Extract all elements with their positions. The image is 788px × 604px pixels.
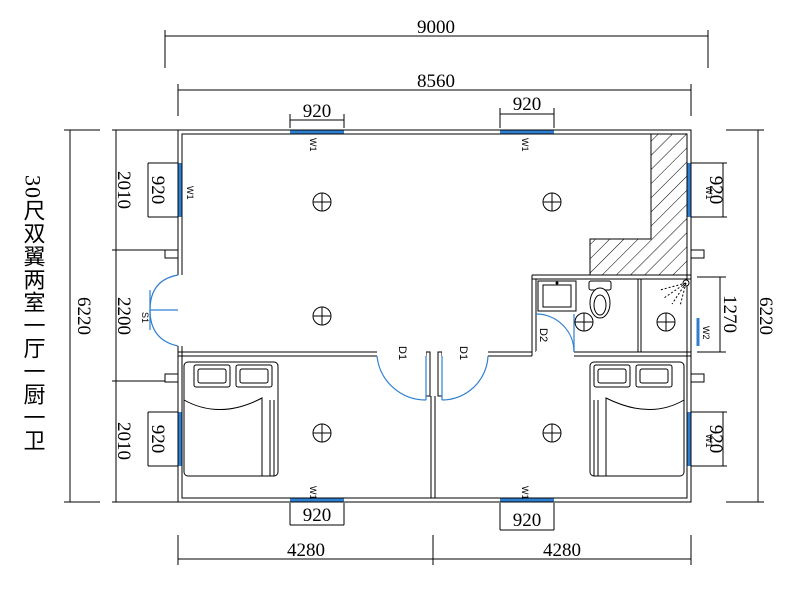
dim-bottom-halves: 4280 4280 — [177, 535, 692, 565]
svg-text:6220: 6220 — [755, 297, 776, 335]
floor-drain-icon — [574, 312, 594, 332]
ceiling-light-icon — [312, 306, 332, 326]
svg-text:920: 920 — [147, 176, 168, 205]
svg-text:W1: W1 — [704, 434, 714, 448]
kitchen-counter — [589, 133, 688, 276]
svg-text:2200: 2200 — [113, 297, 134, 335]
svg-text:4280: 4280 — [287, 540, 325, 561]
dim-right-overall: 6220 — [726, 129, 776, 503]
door-d1-right: D1 — [441, 346, 489, 401]
entry-door-s1: S1 — [140, 274, 184, 347]
svg-text:D1: D1 — [396, 346, 408, 360]
dim-right-windows: 920 920 — [691, 162, 727, 467]
dim-left-windows: 920 920 — [147, 162, 178, 467]
plan-title: 30尺双翼两室一厅一厨一卫 — [21, 175, 46, 452]
door-d2: D2 — [535, 313, 575, 357]
dim-top-window-right: 920 — [499, 94, 555, 128]
wall-columns — [164, 249, 705, 383]
interior-walls — [178, 274, 691, 498]
svg-text:W1: W1 — [185, 186, 195, 200]
svg-text:6220: 6220 — [73, 297, 94, 335]
svg-text:D2: D2 — [537, 328, 549, 342]
svg-text:2010: 2010 — [113, 171, 134, 209]
svg-text:920: 920 — [513, 510, 542, 531]
dim-bottom-window-left: 920 — [289, 503, 345, 526]
windows — [178, 130, 700, 502]
svg-text:4280: 4280 — [543, 540, 581, 561]
bed-icon — [589, 361, 685, 477]
door-d1-left: D1 — [376, 346, 427, 401]
toilet-icon — [588, 280, 612, 319]
ceiling-light-icon — [542, 192, 562, 212]
svg-text:1270: 1270 — [719, 295, 740, 333]
svg-text:920: 920 — [705, 425, 726, 454]
svg-text:920: 920 — [705, 176, 726, 205]
svg-text:D1: D1 — [457, 346, 469, 360]
sink-icon — [537, 280, 577, 312]
dim-top-window-left: 920 — [289, 101, 345, 128]
dim-right-bathroom: 1270 — [697, 276, 740, 353]
svg-text:W1: W1 — [704, 186, 714, 200]
shower-icon — [659, 279, 690, 307]
dim-bottom-window-right: 920 — [499, 503, 555, 531]
svg-text:920: 920 — [303, 505, 332, 526]
svg-text:W1: W1 — [308, 486, 318, 500]
ceiling-light-icon — [542, 423, 562, 443]
bed-icon — [183, 361, 279, 477]
ceiling-lights — [312, 192, 676, 443]
dim-left-overall: 6220 — [64, 129, 100, 503]
svg-text:920: 920 — [303, 101, 332, 122]
svg-text:S1: S1 — [140, 312, 150, 323]
dim-overall-width: 9000 — [164, 17, 709, 68]
svg-text:920: 920 — [513, 94, 542, 115]
ceiling-light-icon — [312, 423, 332, 443]
svg-text:2010: 2010 — [113, 422, 134, 460]
ceiling-light-icon — [656, 312, 676, 332]
svg-text:9000: 9000 — [417, 17, 455, 38]
ceiling-light-icon — [312, 192, 332, 212]
svg-text:8560: 8560 — [417, 71, 455, 92]
svg-text:W1: W1 — [520, 486, 530, 500]
svg-text:920: 920 — [147, 425, 168, 454]
dim-inner-width: 8560 — [177, 71, 692, 116]
svg-text:W2: W2 — [701, 326, 711, 340]
svg-text:W1: W1 — [308, 138, 318, 152]
svg-text:W1: W1 — [520, 138, 530, 152]
